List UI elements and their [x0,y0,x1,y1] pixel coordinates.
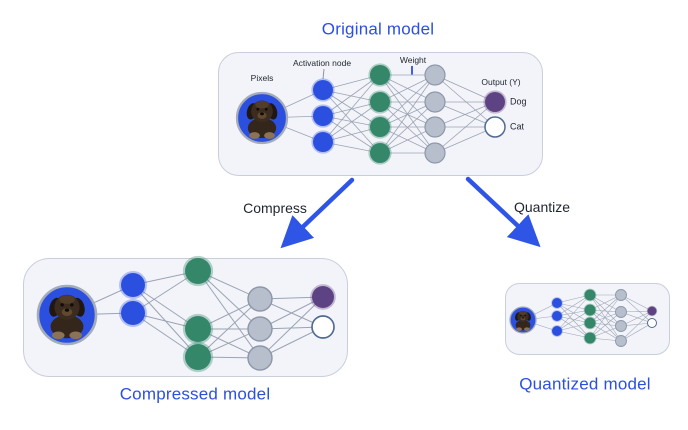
output-node-dog [483,90,507,114]
compressed-model-diagram [23,255,348,377]
hidden-node-gray [247,345,273,371]
output-node-dog [310,284,336,310]
hidden-node-gray [247,316,273,342]
hidden-node-green [583,331,597,345]
pixels-label: Pixels [250,72,274,83]
activation-node [551,310,563,322]
nodes [235,63,507,165]
compress-label: Compress [243,200,307,216]
compressed-model-title: Compressed model [119,384,271,404]
hidden-node-gray [424,91,446,113]
original-model-title: Original model [321,19,435,39]
hidden-node-gray [424,116,446,138]
activation-node-pointer-line [322,68,325,80]
activation-node [119,271,147,299]
hidden-node-gray [615,335,627,347]
hidden-node-green [368,63,392,87]
hidden-node-green [583,288,597,302]
hidden-node-green [368,141,392,165]
weight-label: Weight [399,54,427,65]
output-node-cat [484,116,506,138]
hidden-node-green [182,341,214,373]
original-model-container [218,52,543,176]
quantized-model-title: Quantized model [519,374,651,394]
original-model-diagram [218,52,543,176]
activation-node [311,130,335,154]
dog-output-label: Dog [510,96,527,107]
hidden-node-green [583,303,597,317]
hidden-node-gray [615,320,627,332]
hidden-node-green [182,313,214,345]
hidden-node-green [182,255,214,287]
hidden-node-gray [615,306,627,318]
hidden-node-gray [424,142,446,164]
hidden-node-gray [247,286,273,312]
hidden-node-green [368,90,392,114]
output-node-cat [647,318,657,328]
cat-output-label: Cat [510,121,525,132]
hidden-node-gray [615,289,627,301]
activation-node [119,299,147,327]
quantize-label: Quantize [513,199,571,215]
output-y-label: Output (Y) [481,76,521,87]
activation-node [551,297,563,309]
activation-node [311,104,335,128]
activation-node-label: Activation node [292,57,352,68]
activation-node [551,325,563,337]
hidden-node-green [583,316,597,330]
activation-node [311,78,335,102]
nodes [509,288,658,347]
nodes [36,255,336,373]
output-node-cat [311,315,335,339]
hidden-node-green [368,115,392,139]
quantized-model-diagram [505,283,670,355]
hidden-node-gray [424,64,446,86]
output-node-dog [646,305,658,317]
compressed-model-container [23,258,348,377]
